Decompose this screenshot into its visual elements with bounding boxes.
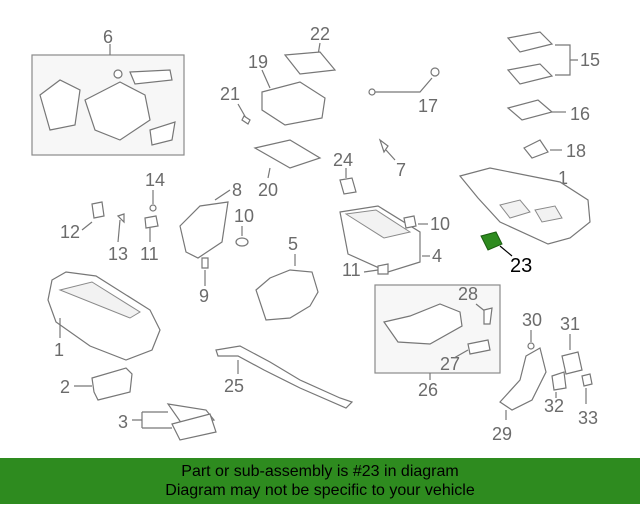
callout-25[interactable]: 25 (224, 376, 244, 396)
part-6-console-assembly[interactable] (39, 69, 176, 146)
callout-19[interactable]: 19 (248, 52, 268, 72)
callout-32[interactable]: 32 (544, 396, 564, 416)
part-1-front-console[interactable] (47, 271, 161, 361)
callout-6[interactable]: 6 (103, 27, 113, 47)
callout-8[interactable]: 8 (232, 180, 242, 200)
callout-15[interactable]: 15 (580, 50, 600, 70)
part-8-side-trim[interactable] (179, 201, 229, 259)
callout-17[interactable]: 17 (418, 96, 438, 116)
part-10-grommet-right[interactable] (403, 215, 417, 229)
callout-3[interactable]: 3 (118, 412, 128, 432)
callout-31[interactable]: 31 (560, 314, 580, 334)
part-2-bracket[interactable] (91, 367, 133, 401)
callout-24[interactable]: 24 (333, 150, 353, 170)
callout-33[interactable]: 33 (578, 408, 598, 428)
callout-10-right[interactable]: 10 (430, 214, 450, 234)
callout-28[interactable]: 28 (458, 284, 478, 304)
part-20-pad[interactable] (253, 139, 322, 169)
callout-13[interactable]: 13 (108, 244, 128, 264)
part-22-tray-mat[interactable] (283, 51, 337, 75)
callout-16[interactable]: 16 (570, 104, 590, 124)
part-18-clip[interactable] (523, 139, 549, 159)
part-7-clip[interactable] (378, 138, 389, 154)
banner-line-1: Part or sub-assembly is #23 in diagram (181, 463, 459, 480)
parts-diagram: 6 22 19 21 20 17 15 16 18 7 24 1 (31, 24, 600, 444)
callout-4[interactable]: 4 (432, 246, 442, 266)
callout-14[interactable]: 14 (145, 170, 165, 190)
callout-21[interactable]: 21 (220, 84, 240, 104)
part-33-clip[interactable] (581, 373, 593, 387)
part-26-duct-assembly[interactable] (382, 303, 463, 345)
part-9-fastener[interactable] (201, 257, 209, 269)
part-10-grommet-left[interactable] (235, 237, 249, 247)
callout-30[interactable]: 30 (522, 310, 542, 330)
part-16-bezel[interactable] (506, 99, 554, 121)
callout-7[interactable]: 7 (396, 160, 406, 180)
callout-20[interactable]: 20 (258, 180, 278, 200)
callout-26[interactable]: 26 (418, 380, 438, 400)
part-31-switch[interactable] (561, 351, 583, 375)
part-12-retainer[interactable] (91, 201, 105, 219)
callout-23[interactable]: 23 (510, 255, 532, 277)
part-13-screw[interactable] (116, 213, 125, 224)
part-5-bracket[interactable] (255, 269, 319, 321)
part-27-vent[interactable] (467, 339, 491, 355)
part-15-switch-base[interactable] (506, 63, 554, 85)
callout-18[interactable]: 18 (566, 141, 586, 161)
part-29-side-panel[interactable] (499, 347, 547, 411)
callout-10-left[interactable]: 10 (234, 206, 254, 226)
part-24-bracket[interactable] (339, 177, 357, 195)
callout-29[interactable]: 29 (492, 424, 512, 444)
part-19-armrest-lid[interactable] (261, 81, 326, 126)
part-21-screw[interactable] (241, 115, 251, 125)
part-23-highlighted[interactable] (480, 231, 503, 251)
part-25-wire-harness[interactable] (215, 345, 354, 409)
callout-2[interactable]: 2 (60, 377, 70, 397)
notice-banner: Part or sub-assembly is #23 in diagram D… (0, 458, 640, 504)
part-11-clip-left[interactable] (144, 215, 159, 229)
part-17-cable[interactable] (430, 67, 440, 77)
callout-9[interactable]: 9 (199, 286, 209, 306)
part-32-switch-base[interactable] (551, 371, 567, 391)
part-28-clip[interactable] (483, 307, 493, 325)
callout-11-right[interactable]: 11 (342, 260, 361, 280)
callout-5[interactable]: 5 (288, 234, 298, 254)
callout-11-left[interactable]: 11 (140, 244, 159, 264)
part-11-clip-right[interactable] (377, 263, 389, 275)
callout-27[interactable]: 27 (440, 354, 460, 374)
part-3-bracket-lower[interactable] (171, 413, 217, 441)
part-15-switch-top[interactable] (506, 31, 554, 53)
callout-22[interactable]: 22 (310, 24, 330, 44)
callout-1-lower[interactable]: 1 (54, 340, 64, 360)
callout-1-upper[interactable]: 1 (558, 168, 568, 188)
callout-12[interactable]: 12 (60, 222, 80, 242)
banner-line-2: Diagram may not be specific to your vehi… (165, 482, 475, 499)
